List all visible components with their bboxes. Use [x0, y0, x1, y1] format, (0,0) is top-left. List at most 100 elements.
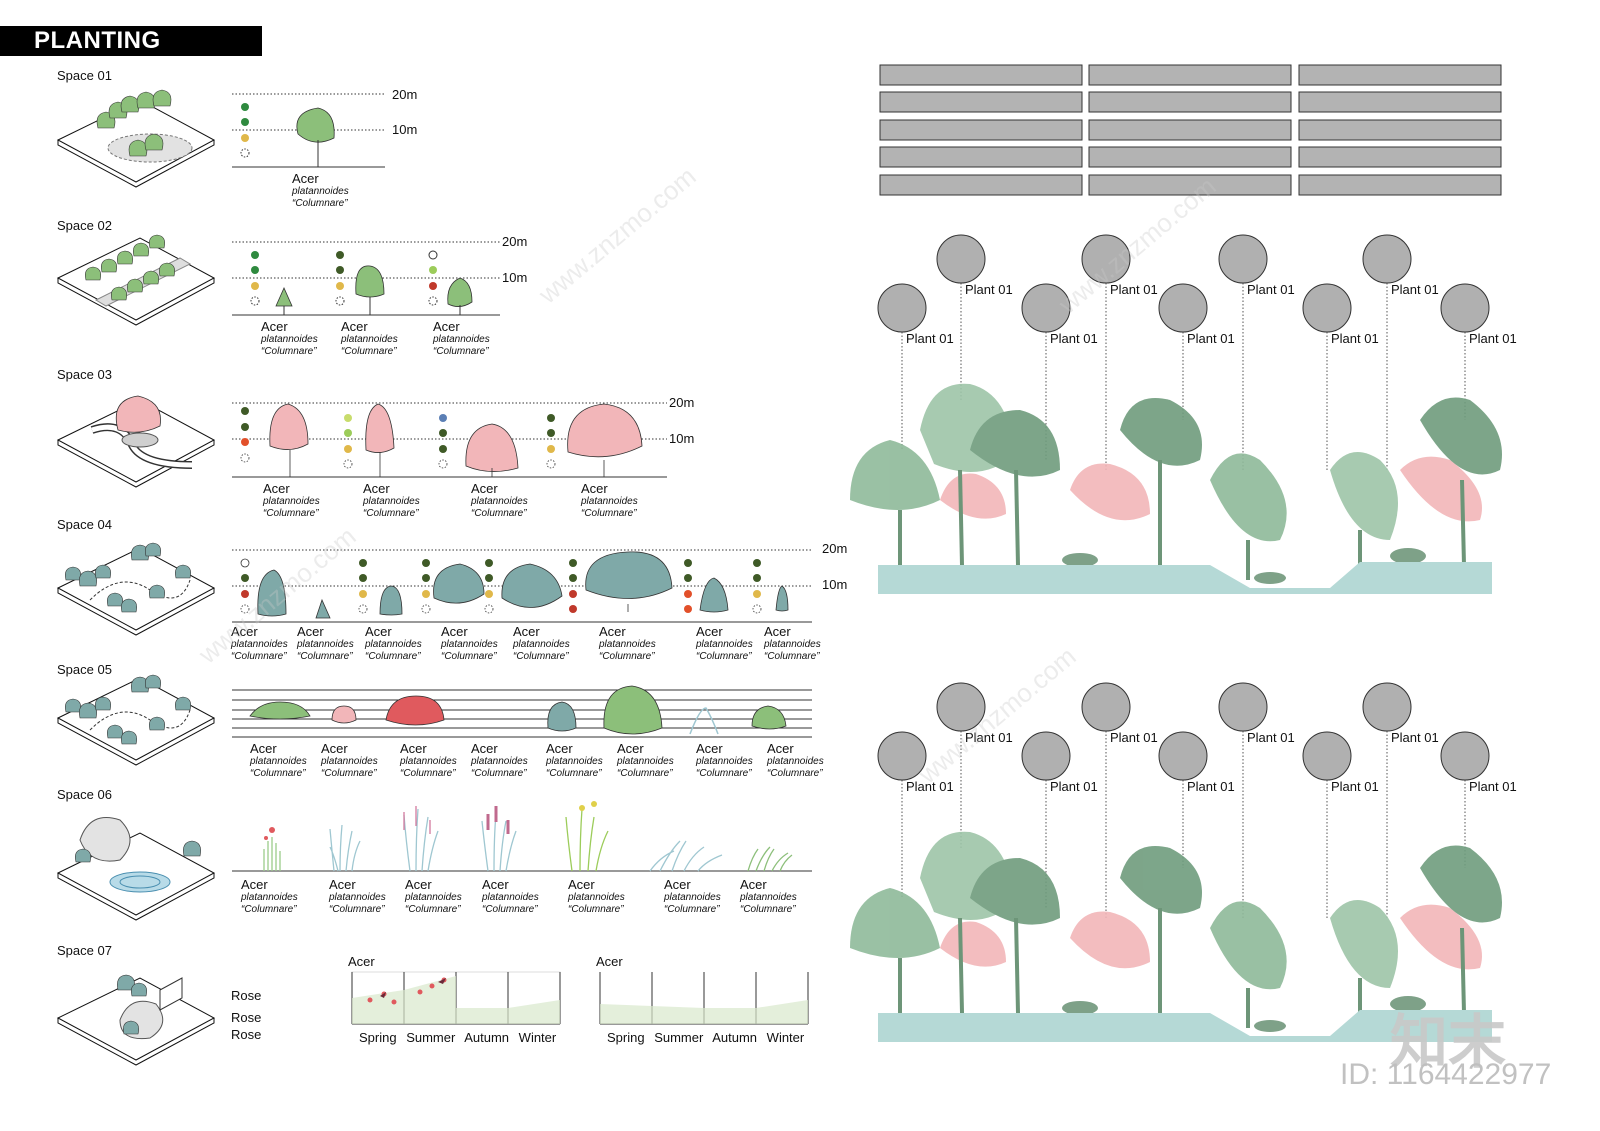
row-01-height-lines	[232, 93, 385, 168]
rose-item-1: Rose	[231, 988, 262, 1003]
callout-label: Plant 01	[1469, 779, 1517, 794]
space-label-04: Space 04	[57, 517, 112, 532]
season-axis-2: Spring Summer Autumn Winter	[607, 1030, 810, 1045]
page-title: PLANTING DESIGN	[34, 27, 161, 82]
rose-item-3: Rose	[231, 1027, 262, 1042]
season-autumn: Autumn	[464, 1030, 510, 1045]
watermark-logo: 知末	[1390, 1008, 1507, 1076]
tree-icon	[115, 395, 161, 433]
isometric-space-icon-04	[56, 547, 216, 636]
callout-label: Plant 01	[1187, 779, 1235, 794]
callout-label: Plant 01	[1110, 282, 1158, 297]
tree-rows-02	[85, 234, 175, 301]
callout-label: Plant 01	[1331, 779, 1379, 794]
callout-label: Plant 01	[965, 282, 1013, 297]
callout-label: Plant 01	[906, 779, 954, 794]
height-10m-label: 10m	[392, 122, 418, 137]
season-summer: Summer	[654, 1030, 704, 1045]
tree-cluster-06	[75, 840, 201, 863]
isometric-space-icon-06	[56, 817, 216, 921]
tree-cluster-01	[96, 89, 172, 157]
space-label-06: Space 06	[57, 787, 112, 802]
space-label-02: Space 02	[57, 218, 112, 233]
season-chart-2-title: Acer	[596, 954, 623, 969]
season-axis-1: Spring Summer Autumn Winter	[359, 1030, 562, 1045]
isometric-space-icon-03	[56, 399, 216, 488]
callout-label: Plant 01	[1247, 730, 1295, 745]
callout-label: Plant 01	[1247, 282, 1295, 297]
row-04-trees	[240, 551, 789, 619]
season-spring: Spring	[359, 1030, 397, 1045]
paving-bars	[879, 64, 1502, 196]
title-bar: PLANTING DESIGN	[0, 26, 262, 82]
space-label-01: Space 01	[57, 68, 112, 83]
callout-label: Plant 01	[965, 730, 1013, 745]
season-chart-2	[599, 972, 809, 1025]
height-10m-label: 10m	[822, 577, 848, 592]
season-autumn: Autumn	[712, 1030, 758, 1045]
season-winter: Winter	[766, 1030, 805, 1045]
callout-label: Plant 01	[1187, 331, 1235, 346]
isometric-space-icon-05	[56, 677, 216, 766]
space-label-07: Space 07	[57, 943, 112, 958]
section-elevation-top	[850, 234, 1502, 594]
season-spring: Spring	[607, 1030, 645, 1045]
rose-item-2: Rose	[231, 1010, 262, 1025]
season-summer: Summer	[406, 1030, 456, 1045]
height-20m-label: 20m	[502, 234, 528, 249]
callout-label: Plant 01	[1391, 282, 1439, 297]
callout-label: Plant 01	[1391, 730, 1439, 745]
height-20m-label: 20m	[392, 87, 418, 102]
row-03-height-lines	[232, 402, 667, 478]
season-chart-1	[351, 971, 561, 1025]
callout-label: Plant 01	[1469, 331, 1517, 346]
callout-label: Plant 01	[906, 331, 954, 346]
height-20m-label: 20m	[669, 395, 695, 410]
callout-label: Plant 01	[1050, 779, 1098, 794]
row-03-trees	[240, 403, 643, 477]
row-06-grasses	[263, 801, 793, 872]
tree-cluster-07	[117, 974, 147, 1035]
height-10m-label: 10m	[502, 270, 528, 285]
space-label-03: Space 03	[57, 367, 112, 382]
season-winter: Winter	[518, 1030, 557, 1045]
row-05-trees	[249, 685, 787, 735]
tree-cluster-04	[65, 542, 191, 613]
row-01-trees	[240, 103, 335, 167]
callout-label: Plant 01	[1110, 730, 1158, 745]
callout-label: Plant 01	[1331, 331, 1379, 346]
watermark-id: ID: 1164422977	[1340, 1058, 1552, 1091]
